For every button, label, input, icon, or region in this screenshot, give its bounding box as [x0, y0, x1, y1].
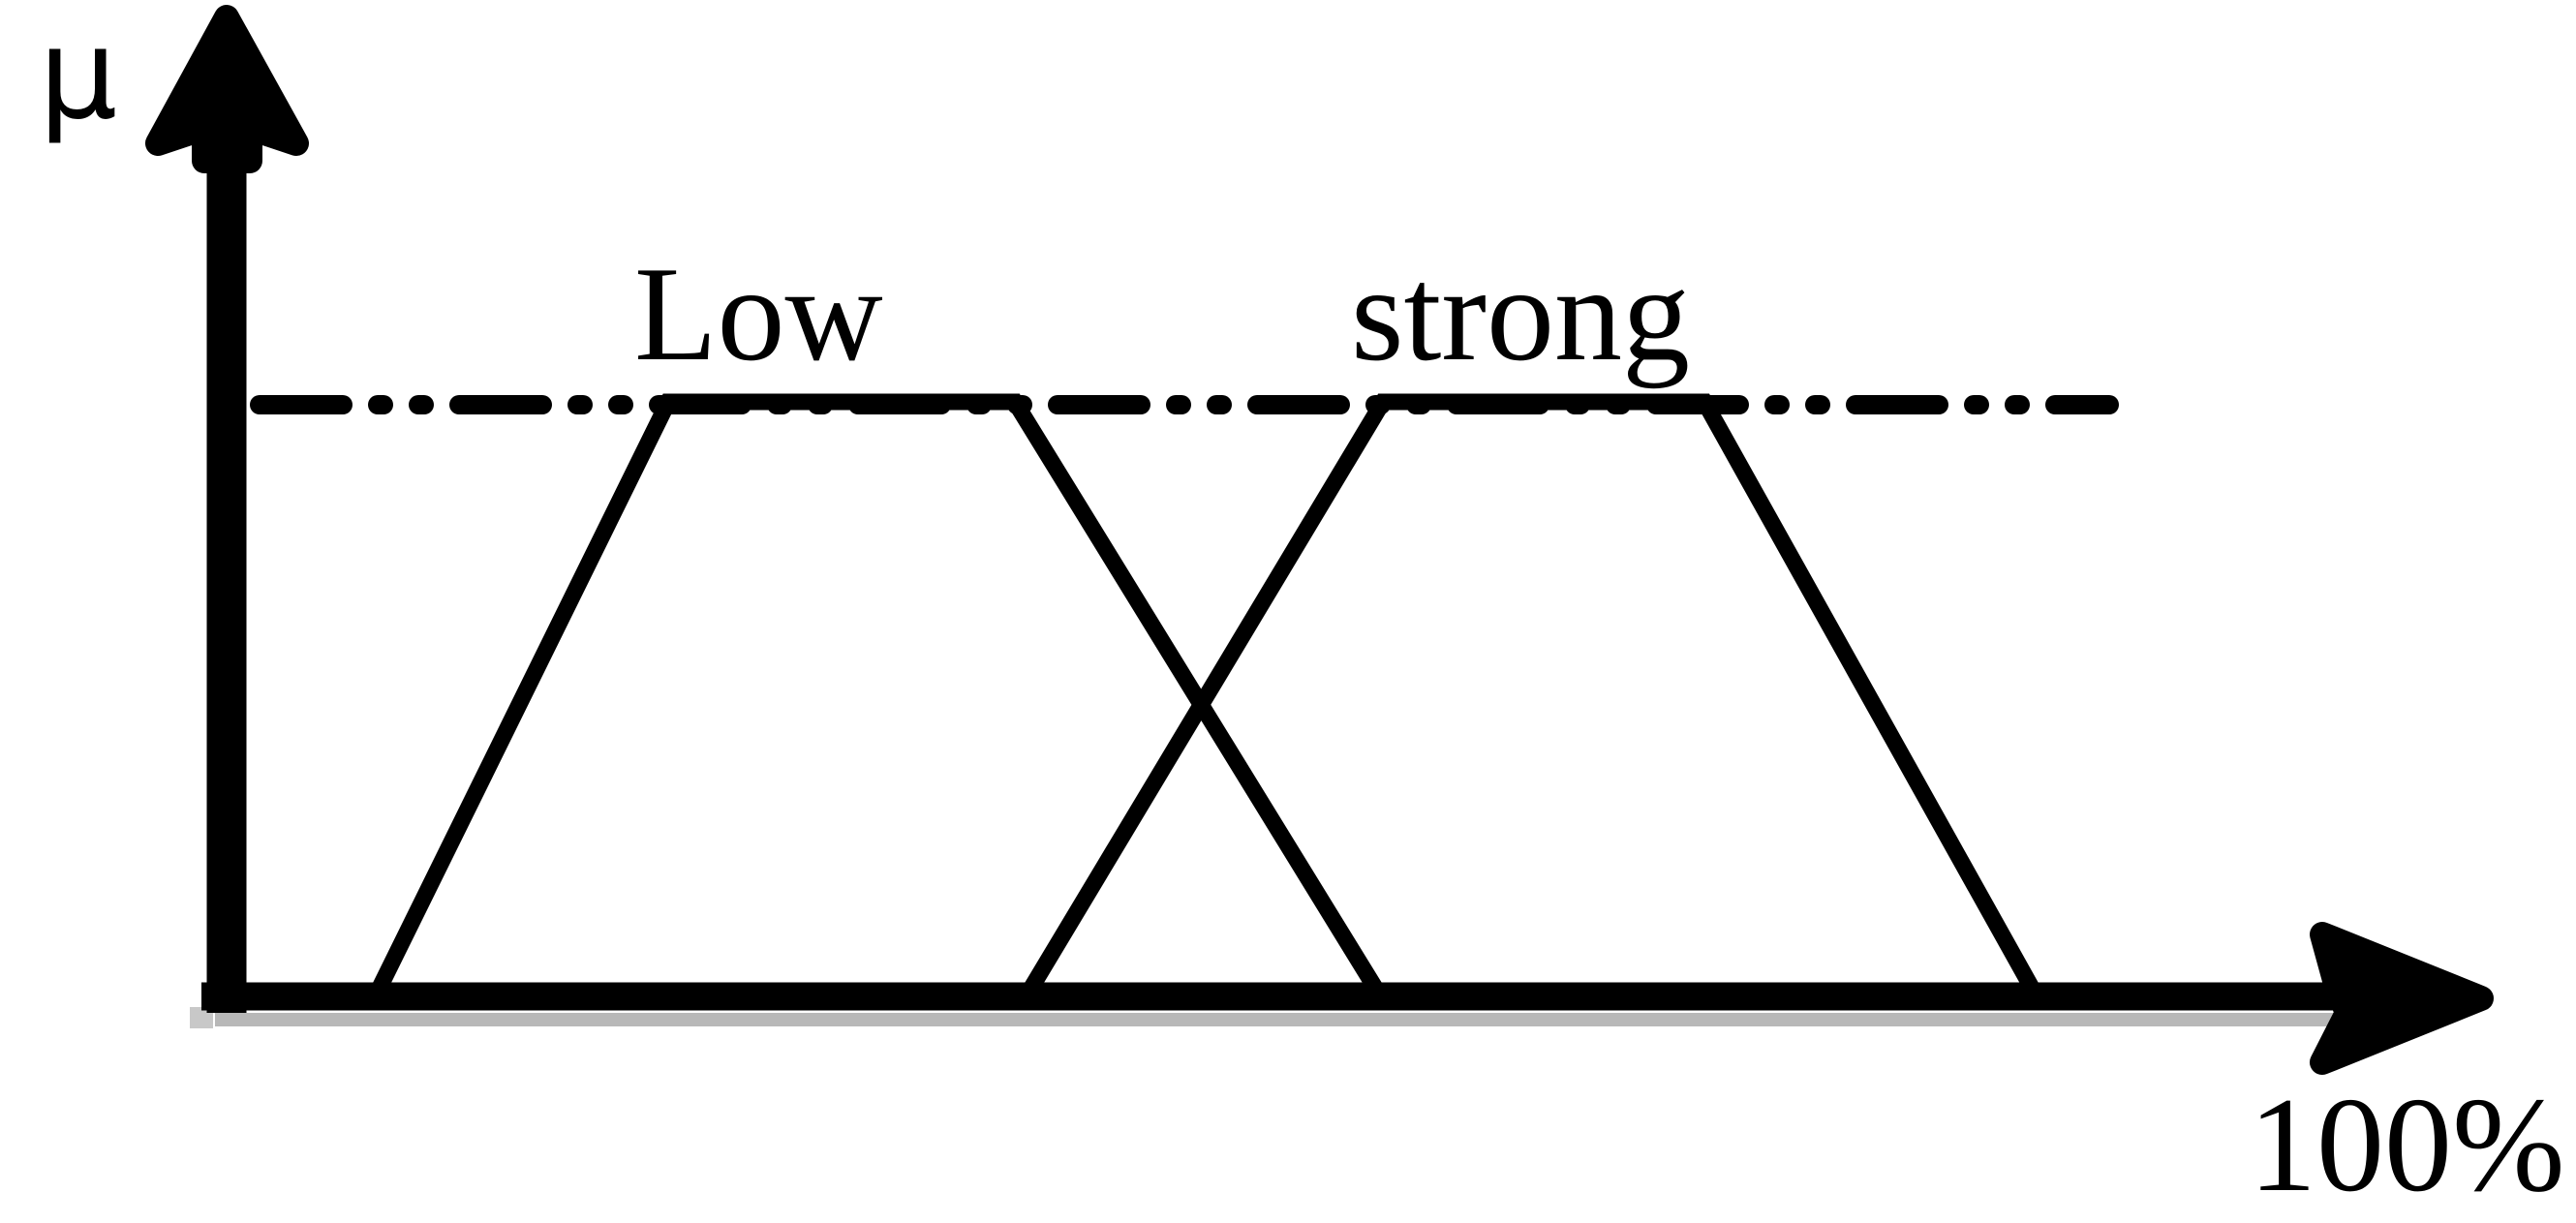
membership-curve-low	[372, 393, 1383, 993]
membership-label-strong: strong	[1351, 239, 1690, 389]
y-axis-line	[206, 116, 247, 1013]
x-axis-line	[201, 982, 2371, 1011]
membership-label-low: Low	[634, 239, 883, 389]
y-axis-label: μ	[39, 3, 118, 147]
x-axis-shadow	[215, 1013, 2433, 1026]
arrow-right-icon	[2310, 922, 2494, 1075]
membership-curve-strong	[1024, 393, 2039, 993]
arrow-up-icon	[145, 5, 309, 173]
x-axis-label: 100%	[2249, 1070, 2565, 1220]
